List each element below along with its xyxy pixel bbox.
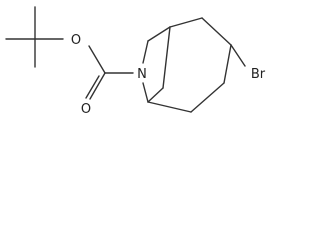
bond-carbonyl-double-1 bbox=[89, 72, 106, 100]
bond-c1-to-c7 bbox=[147, 26, 171, 42]
bond-c6-to-c5 bbox=[147, 87, 164, 103]
nitrogen-label: N bbox=[137, 67, 147, 82]
bond-n-to-c1 bbox=[142, 40, 149, 64]
bond-c2-to-c3 bbox=[201, 17, 232, 46]
bond-c1-to-c2 bbox=[169, 17, 203, 28]
bromine-label: Br bbox=[251, 67, 266, 82]
bond-oxygen-to-carbonyl bbox=[88, 45, 106, 74]
bond-c7-to-c6 bbox=[162, 26, 171, 89]
chemical-structure-diagram: O O N Br bbox=[5, 6, 266, 117]
bond-c4-to-c5b bbox=[190, 82, 225, 113]
bond-n-to-c5 bbox=[142, 82, 149, 103]
bond-c3-to-c4 bbox=[223, 44, 232, 84]
carbonyl-oxygen-label: O bbox=[81, 102, 91, 117]
bond-carbonyl-double-2 bbox=[85, 75, 100, 99]
ether-oxygen-label: O bbox=[71, 33, 81, 48]
bond-c3-to-bromine bbox=[230, 44, 246, 67]
bond-c5b-to-c5 bbox=[147, 101, 192, 113]
